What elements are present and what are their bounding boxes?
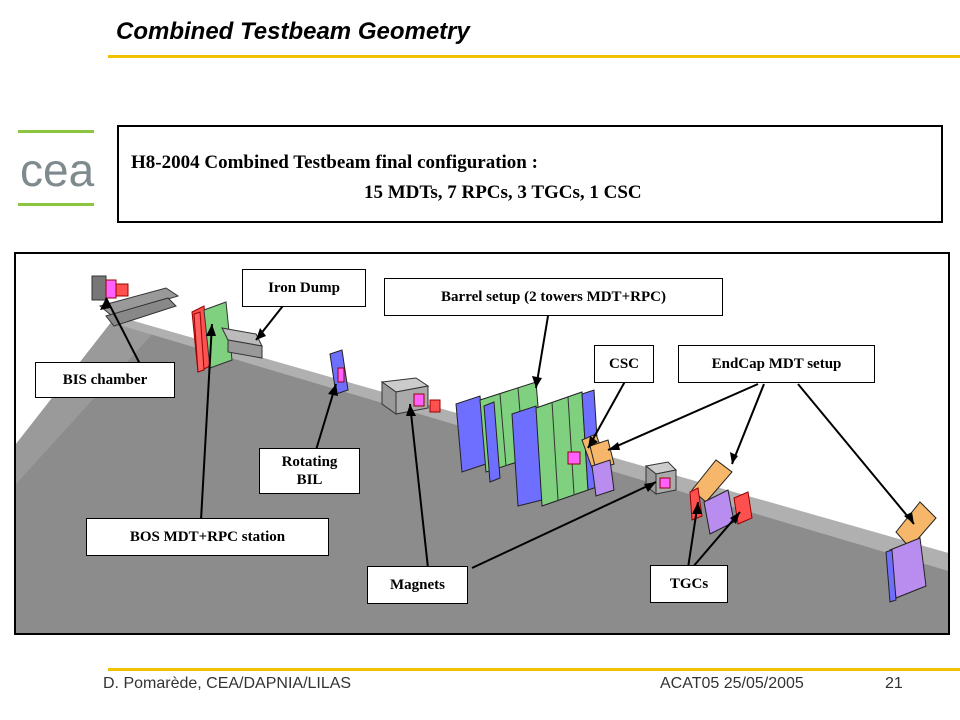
label-rotating-bil: Rotating BIL bbox=[259, 448, 360, 494]
footer-author: D. Pomarède, CEA/DAPNIA/LILAS bbox=[103, 675, 352, 692]
configuration-line-2: 15 MDTs, 7 RPCs, 3 TGCs, 1 CSC bbox=[364, 182, 642, 203]
arrow-heads bbox=[100, 298, 914, 524]
pointer-lines bbox=[105, 297, 915, 569]
logo-top-bar bbox=[18, 130, 94, 133]
label-iron-dump: Iron Dump bbox=[242, 269, 366, 307]
iron-dump-drawing bbox=[221, 327, 263, 359]
arrow-magnets-2 bbox=[471, 481, 657, 569]
arrowhead-endcap-inner bbox=[608, 442, 620, 450]
label-rotating-bil-line-2: BIL bbox=[296, 472, 323, 488]
arrow-rotating-bil bbox=[315, 383, 337, 451]
arrow-tgcs-2 bbox=[691, 511, 741, 569]
arrowhead-endcap-middle bbox=[730, 452, 738, 464]
configuration-line-1: H8-2004 Combined Testbeam final configur… bbox=[131, 152, 538, 173]
label-magnets: Magnets bbox=[367, 566, 468, 604]
arrowhead-endcap-outer bbox=[904, 512, 914, 524]
logo-text: cea bbox=[20, 144, 95, 196]
logo-bottom-bar bbox=[18, 203, 94, 206]
arrow-endcap-middle bbox=[731, 383, 765, 465]
arrowhead-rotating-bil bbox=[328, 384, 338, 396]
slide-title: Combined Testbeam Geometry bbox=[116, 18, 470, 45]
cea-logo: cea bbox=[18, 130, 95, 206]
title-rule bbox=[108, 55, 960, 58]
arrowhead-magnets-1 bbox=[406, 404, 416, 416]
arrowhead-barrel bbox=[532, 376, 542, 388]
footer-rule bbox=[108, 668, 960, 671]
footer-page-number: 21 bbox=[885, 675, 903, 692]
label-csc: CSC bbox=[594, 345, 654, 383]
label-endcap-mdt-setup: EndCap MDT setup bbox=[678, 345, 875, 383]
label-barrel-setup: Barrel setup (2 towers MDT+RPC) bbox=[384, 278, 723, 316]
arrow-bis bbox=[105, 297, 141, 365]
arrow-bos bbox=[200, 323, 213, 521]
label-rotating-bil-line-1: Rotating bbox=[281, 454, 338, 470]
csc-drawing bbox=[567, 433, 615, 497]
arrowhead-tgcs-2 bbox=[730, 512, 740, 524]
label-bis-chamber: BIS chamber bbox=[35, 362, 175, 398]
platform-top bbox=[16, 316, 156, 484]
arrowhead-magnets-2 bbox=[644, 482, 656, 492]
arrow-endcap-inner bbox=[607, 383, 759, 451]
arrowhead-tgcs-1 bbox=[692, 502, 702, 514]
arrow-csc bbox=[587, 375, 629, 449]
arrowhead-iron-dump bbox=[256, 328, 266, 340]
arrow-magnets-1 bbox=[409, 403, 429, 569]
arrow-endcap-outer bbox=[797, 383, 915, 525]
bis-chamber-drawing bbox=[91, 275, 180, 327]
endcap-outer-drawing bbox=[885, 501, 937, 603]
arrowhead-csc bbox=[588, 436, 598, 448]
arrow-barrel bbox=[535, 315, 549, 389]
label-bos-station: BOS MDT+RPC station bbox=[86, 518, 329, 556]
label-tgcs: TGCs bbox=[650, 565, 728, 603]
footer-conference: ACAT05 25/05/2005 bbox=[660, 675, 804, 692]
rotating-bil-drawing bbox=[329, 349, 349, 395]
arrowhead-bos bbox=[206, 324, 216, 336]
arrowhead-bis bbox=[100, 298, 110, 310]
configuration-box: H8-2004 Combined Testbeam final configur… bbox=[117, 125, 943, 223]
